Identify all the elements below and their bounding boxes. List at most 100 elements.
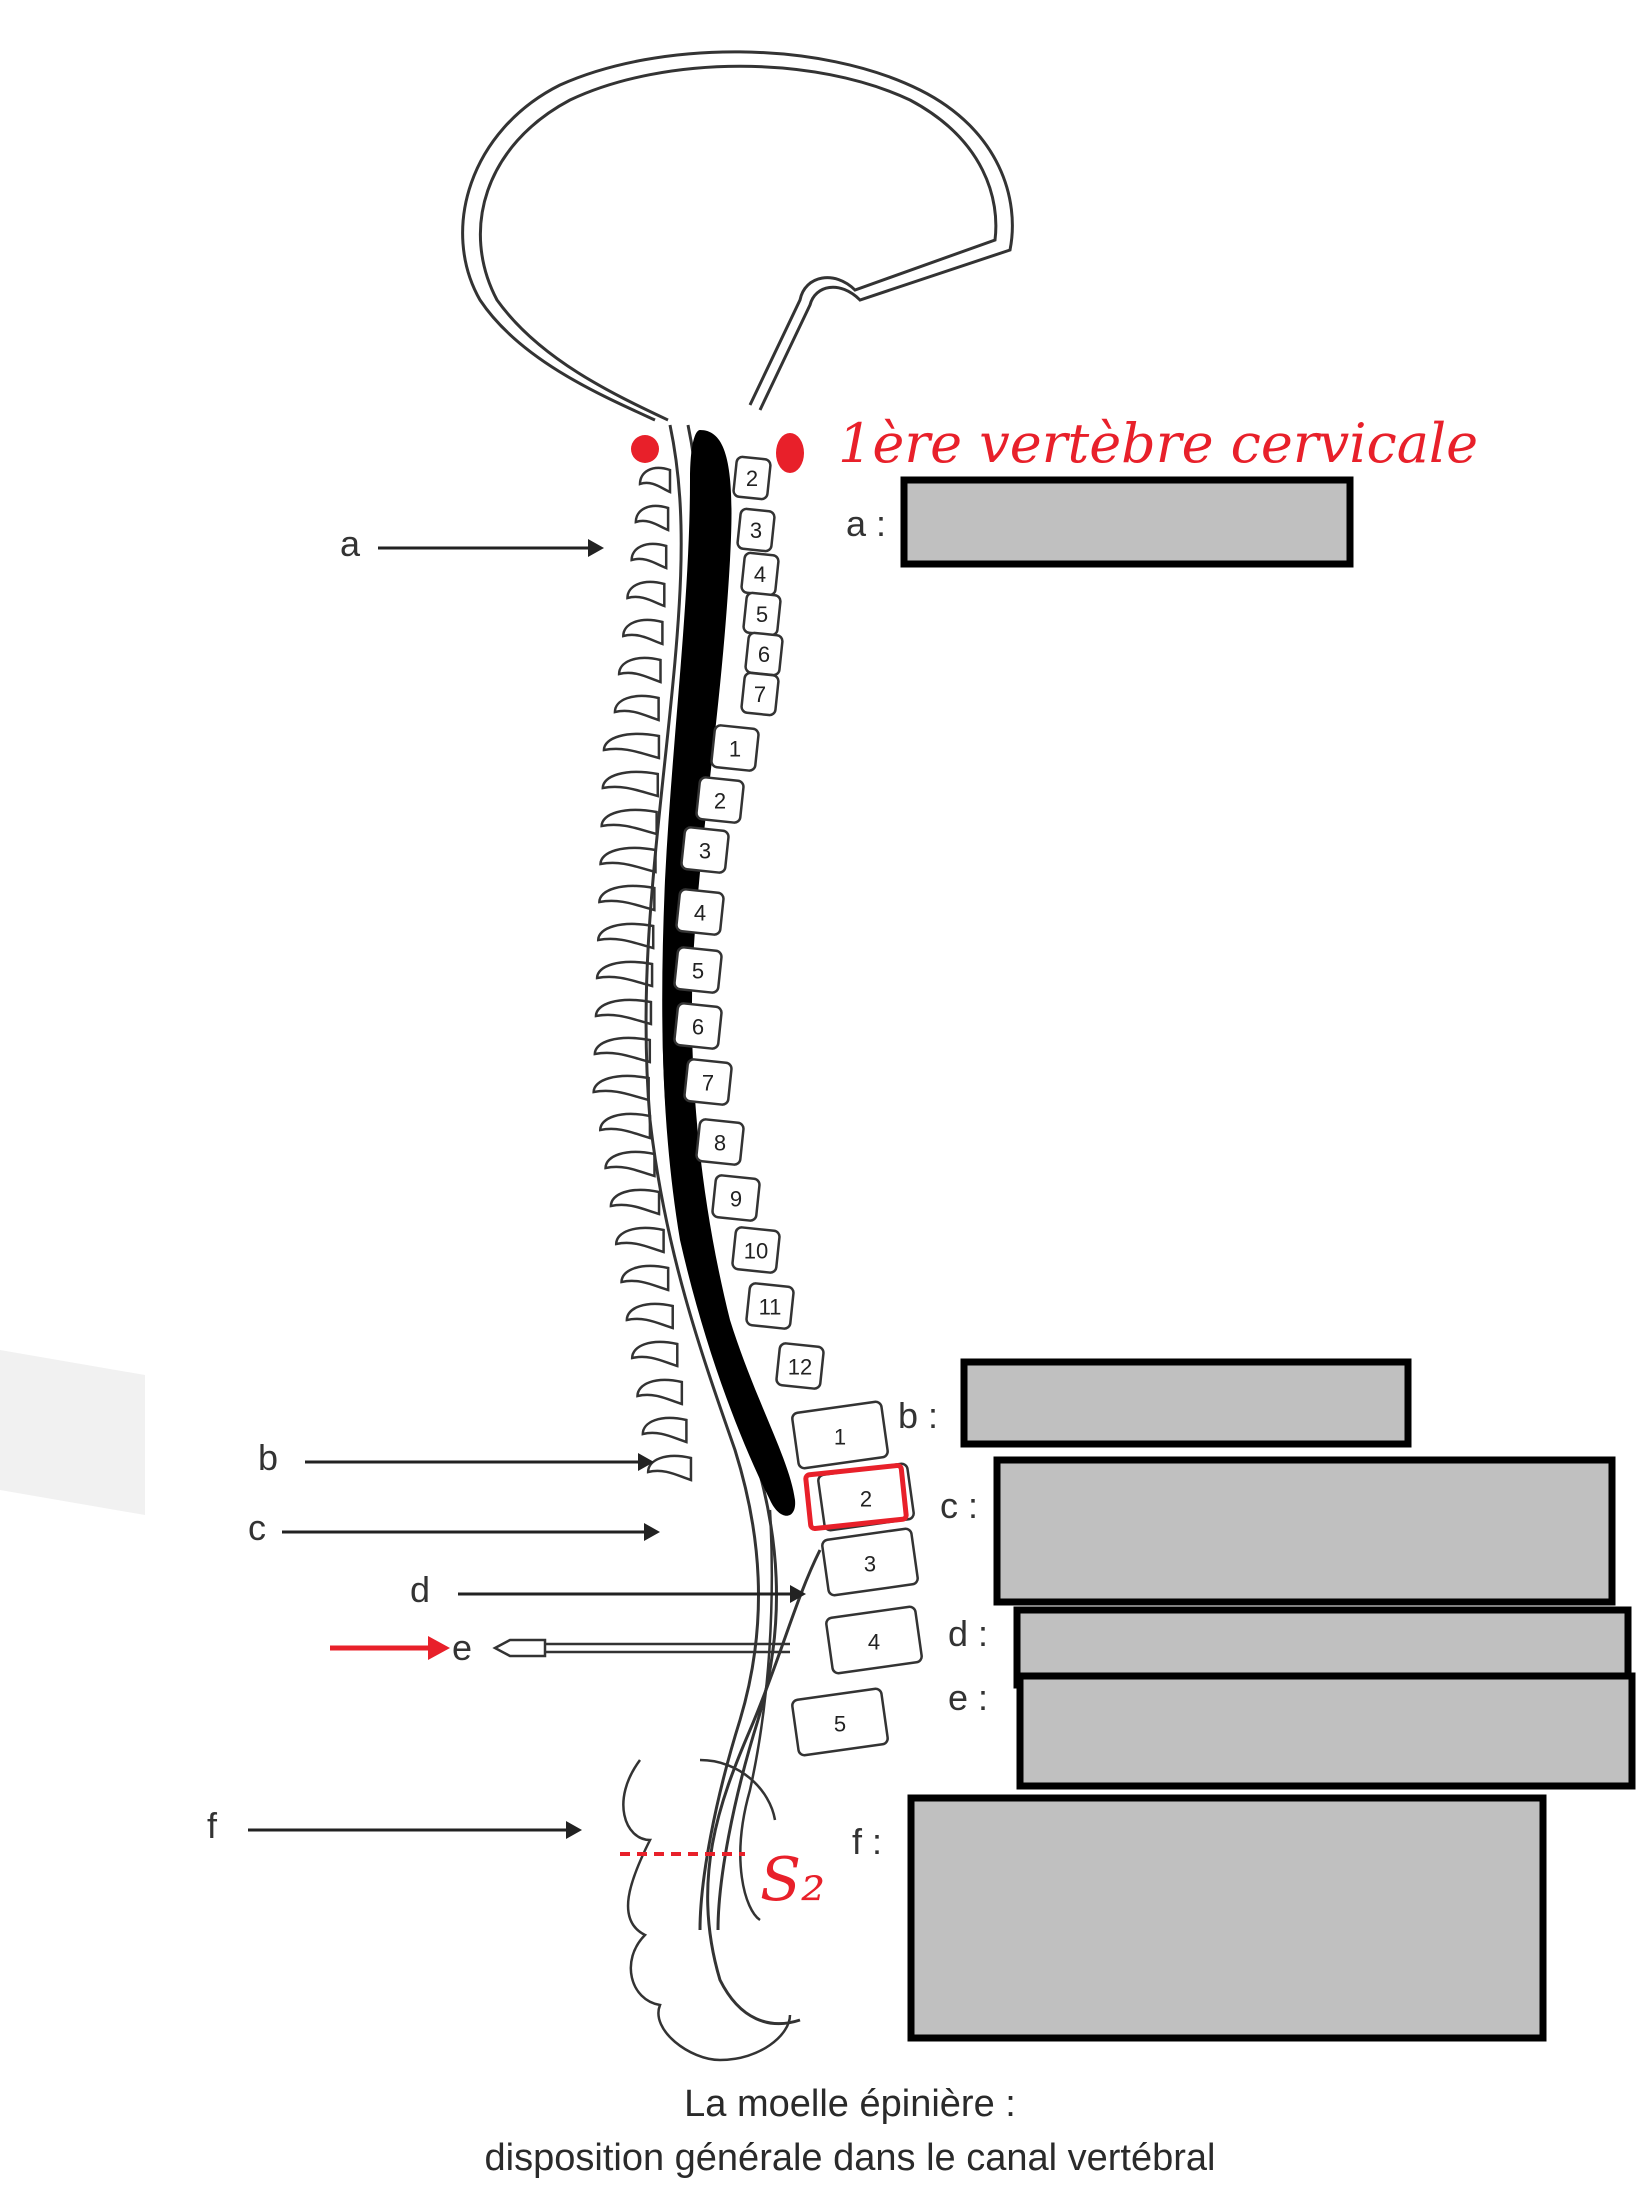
arrowhead-a <box>588 539 604 557</box>
thoracic-vertebra-12: 12 <box>775 1342 825 1390</box>
arrow-label-d: d <box>410 1569 430 1610</box>
background-watermark-shape <box>0 1350 145 1515</box>
lumbar-vertebra-1: 1 <box>791 1400 889 1470</box>
arrow-label-a: a <box>340 523 361 564</box>
thoracic-vertebra-3: 3 <box>680 826 730 874</box>
lumbar-vertebra-label: 1 <box>834 1424 846 1449</box>
cervical-vertebra-label: 4 <box>754 562 766 587</box>
thoracic-vertebra-1: 1 <box>710 724 760 772</box>
spinous-process <box>609 1188 661 1216</box>
vertebral-canal <box>644 424 822 2026</box>
spinous-process <box>601 770 660 798</box>
arrow-label-b: b <box>258 1437 278 1478</box>
spinous-process <box>636 1378 684 1406</box>
thoracic-vertebra-11: 11 <box>745 1282 795 1330</box>
spinous-process <box>646 1454 693 1482</box>
arrowhead-c <box>644 1523 660 1541</box>
thoracic-vertebra-8: 8 <box>695 1118 745 1166</box>
answer-prompt-f: f : <box>852 1821 882 1862</box>
lumbar-vertebra-label: 2 <box>860 1486 872 1511</box>
arrowhead-b <box>638 1453 654 1471</box>
cervical-vertebra-4: 4 <box>740 551 780 597</box>
answer-box-b[interactable] <box>960 1358 1412 1448</box>
skull <box>461 50 1014 422</box>
first-vertebra-annotation: 1ère vertèbre cervicale <box>838 412 1478 475</box>
cervical-vertebra-3: 3 <box>736 507 776 553</box>
spinous-process <box>599 846 657 874</box>
cervical-vertebra-2: 2 <box>732 455 772 501</box>
spinous-process <box>620 1264 670 1292</box>
cervical-vertebra-label: 2 <box>746 466 758 491</box>
lumbar-vertebra-label: 3 <box>864 1551 876 1576</box>
cervical-vertebra-label: 6 <box>758 642 770 667</box>
spinous-process <box>604 1150 656 1178</box>
caption-line-2: disposition générale dans le canal verté… <box>485 2137 1216 2179</box>
answer-prompt-c: c : <box>940 1485 978 1526</box>
arrowhead-d <box>790 1585 806 1603</box>
answer-prompt-a: a : <box>846 503 886 544</box>
answer-box-f[interactable] <box>907 1794 1547 2042</box>
spinous-process <box>596 922 655 950</box>
spinous-process <box>614 1226 665 1254</box>
thoracic-vertebra-label: 9 <box>730 1187 742 1212</box>
spinous-processes <box>592 466 693 1482</box>
needle-e <box>492 1638 790 1658</box>
thoracic-vertebra-10: 10 <box>731 1226 781 1274</box>
answer-box-a[interactable] <box>900 476 1354 568</box>
thoracic-vertebra-9: 9 <box>711 1174 761 1222</box>
answer-box-e[interactable] <box>1016 1672 1636 1790</box>
sacrum <box>622 1758 792 2062</box>
caption-line-1: La moelle épinière : <box>684 2083 1016 2125</box>
lumbar-vertebra-5: 5 <box>791 1687 889 1757</box>
c1-marker-left <box>631 435 659 463</box>
answer-box-c[interactable] <box>993 1456 1616 1606</box>
answer-prompt-e: e : <box>948 1677 988 1718</box>
spinous-process <box>641 1416 688 1444</box>
thoracic-vertebra-label: 3 <box>699 839 711 864</box>
spinous-process <box>592 1074 650 1102</box>
spinous-process <box>630 1340 679 1368</box>
cervical-vertebra-label: 7 <box>754 682 766 707</box>
spinous-process <box>622 618 664 646</box>
thoracic-vertebra-5: 5 <box>673 946 723 994</box>
arrow-label-f: f <box>207 1805 218 1846</box>
arrow-label-e: e <box>452 1627 472 1668</box>
lumbar-vertebra-label: 5 <box>834 1711 846 1736</box>
c1-marker-right <box>776 433 804 473</box>
cervical-vertebra-5: 5 <box>742 591 782 637</box>
answer-prompt-b: b : <box>898 1395 938 1436</box>
spinous-process <box>617 656 662 684</box>
cervical-vertebra-6: 6 <box>744 631 784 677</box>
thoracic-vertebra-label: 6 <box>692 1015 704 1040</box>
thoracic-vertebra-label: 7 <box>702 1071 714 1096</box>
thoracic-vertebra-label: 5 <box>692 959 704 984</box>
spinous-process <box>625 1302 674 1330</box>
spinous-process <box>638 466 672 494</box>
thoracic-vertebra-label: 8 <box>714 1131 726 1156</box>
spinous-process <box>634 504 670 532</box>
red-arrowhead-e <box>428 1636 450 1660</box>
spinous-process <box>594 998 653 1026</box>
answer-prompt-d: d : <box>948 1613 988 1654</box>
spinous-process <box>593 1036 652 1064</box>
spinous-process <box>598 884 656 912</box>
arrowhead-f <box>566 1821 582 1839</box>
lumbar-vertebra-3: 3 <box>821 1527 919 1597</box>
spinous-process <box>602 732 661 760</box>
thoracic-vertebra-6: 6 <box>673 1002 723 1050</box>
cervical-vertebra-label: 5 <box>756 602 768 627</box>
cauda-equina <box>739 1509 774 1922</box>
cervical-vertebra-7: 7 <box>740 671 780 717</box>
arrow-labels: a b c d e f <box>207 523 806 1846</box>
spinous-process <box>613 694 660 722</box>
thoracic-vertebra-2: 2 <box>695 776 745 824</box>
thoracic-vertebra-4: 4 <box>675 888 725 936</box>
spinal-cord <box>662 430 796 1516</box>
thoracic-vertebra-label: 10 <box>744 1239 768 1264</box>
lumbar-vertebra-label: 4 <box>868 1629 880 1654</box>
thoracic-vertebra-7: 7 <box>683 1058 733 1106</box>
arrow-label-c: c <box>248 1507 266 1548</box>
thoracic-vertebra-label: 12 <box>788 1355 812 1380</box>
